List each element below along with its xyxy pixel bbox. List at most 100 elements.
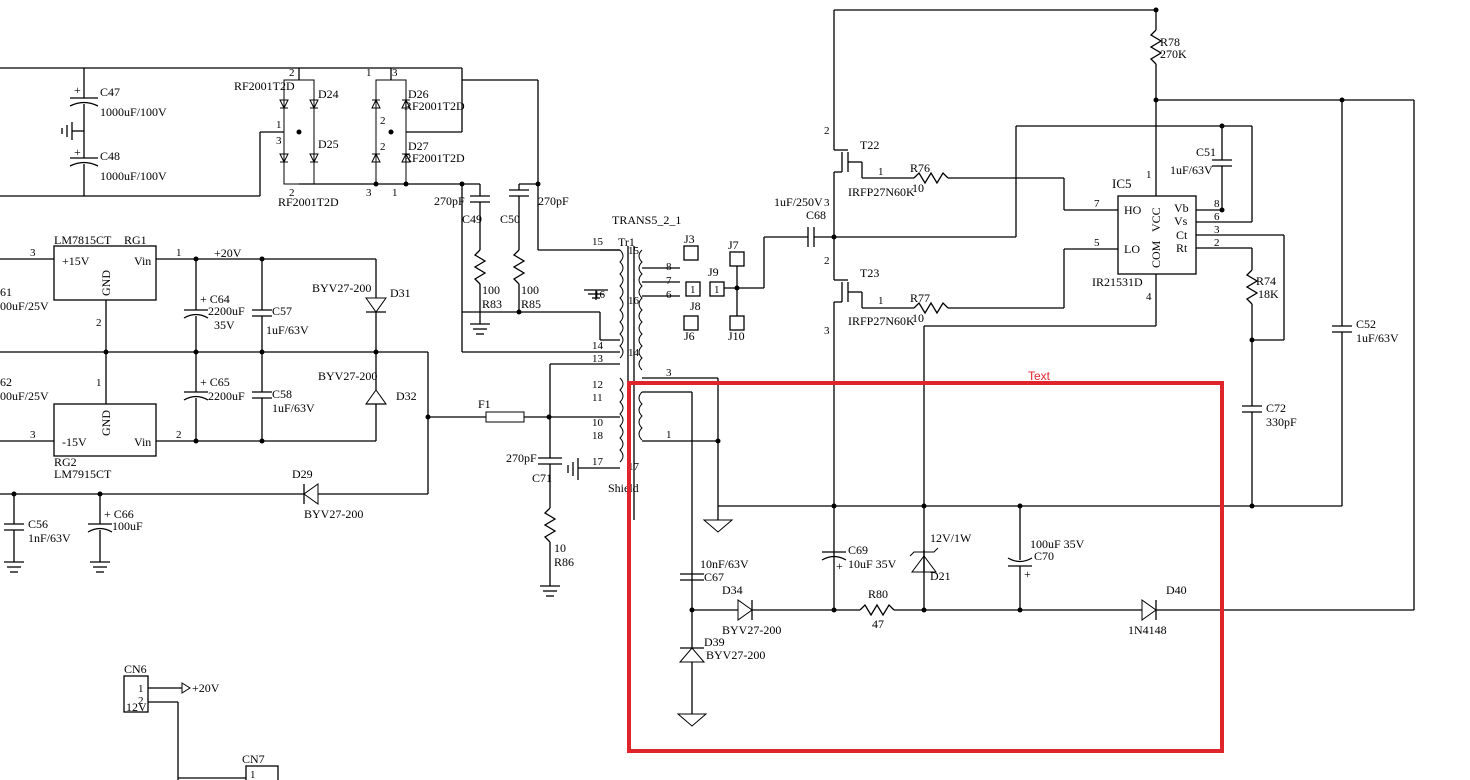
pin-label: 8 bbox=[1214, 198, 1220, 210]
rf-label: RF2001T2D bbox=[404, 151, 465, 165]
rg1-label: RG1 bbox=[124, 233, 147, 247]
c62-label: 62 bbox=[0, 375, 12, 389]
pin-label: 3 bbox=[30, 429, 36, 441]
r76-label: R76 bbox=[910, 161, 930, 175]
pin-label: 2 bbox=[289, 187, 295, 199]
d34-label: D34 bbox=[722, 583, 743, 597]
t22-part: IRFP27N60K bbox=[848, 185, 915, 199]
rg1-in: +15V bbox=[62, 254, 90, 268]
d24-label: D24 bbox=[318, 87, 339, 101]
pin-label: 8 bbox=[666, 261, 672, 273]
pin-label: 14 bbox=[628, 347, 640, 359]
pin-label: 14 bbox=[592, 340, 604, 352]
connector-section: CN6 1 2 12V +20V CN7 1 bbox=[123, 662, 279, 780]
d40-part: 1N4148 bbox=[1128, 623, 1167, 637]
rg2-in: -15V bbox=[62, 435, 87, 449]
c48-value: 1000uF/100V bbox=[100, 169, 167, 183]
r77-label: R77 bbox=[910, 291, 930, 305]
c61-value: 00uF/25V bbox=[0, 299, 49, 313]
c47-label: C47 bbox=[100, 85, 120, 99]
cn6-plus20: +20V bbox=[192, 681, 220, 695]
c65-label: + C65 bbox=[200, 375, 230, 389]
pin-label: 10 bbox=[592, 417, 604, 429]
c50-value: 270pF bbox=[538, 194, 569, 208]
pin-label: 12 bbox=[592, 379, 603, 391]
d21-value: 12V/1W bbox=[930, 531, 972, 545]
pin-label: 18 bbox=[592, 430, 604, 442]
pin-label: 2 bbox=[1214, 237, 1220, 249]
pin-label: 2 bbox=[96, 317, 102, 329]
c49-label: C49 bbox=[462, 212, 482, 226]
pin-label: 1 bbox=[878, 295, 884, 307]
pin-label: 1 bbox=[96, 377, 102, 389]
c70-label: C70 bbox=[1034, 549, 1054, 563]
d39-label: D39 bbox=[704, 635, 725, 649]
c58-value: 1uF/63V bbox=[272, 401, 315, 415]
svg-text:+: + bbox=[1024, 567, 1031, 581]
c70-value: 100uF 35V bbox=[1030, 537, 1085, 551]
pin-label: 17 bbox=[592, 456, 604, 468]
pin-label: 2 bbox=[824, 125, 830, 137]
c67-label: C67 bbox=[704, 570, 724, 584]
svg-text:+: + bbox=[74, 83, 81, 97]
pin-label: 3 bbox=[392, 67, 398, 79]
c64-label: + C64 bbox=[200, 292, 230, 306]
ic-pin-lo: LO bbox=[1124, 242, 1140, 256]
d29-label: D29 bbox=[292, 467, 313, 481]
r77-value: 10 bbox=[912, 311, 924, 325]
pin-label: 15 bbox=[628, 245, 640, 257]
pin-label: 17 bbox=[628, 461, 640, 473]
c68-value: 1uF/250V bbox=[774, 195, 823, 209]
cn6-12v: 12V bbox=[126, 700, 147, 714]
ic5-part: IR21531D bbox=[1092, 275, 1143, 289]
pin-label: 1 bbox=[690, 284, 696, 296]
bridge-rectifier: 2 1 3 2 1 3 2 2 3 1 RF2001T2D D24 D25 RF… bbox=[234, 67, 465, 209]
r78-label: R78 bbox=[1160, 35, 1180, 49]
pin-label: 2 bbox=[380, 141, 386, 153]
c58-label: C58 bbox=[272, 387, 292, 401]
pin-label: 3 bbox=[666, 367, 672, 379]
pin-label: 16 bbox=[594, 289, 606, 301]
c65-value: 2200uF bbox=[208, 389, 245, 403]
d31-label: D31 bbox=[390, 286, 411, 300]
c71-r86: 270pF C71 10 R86 bbox=[506, 451, 574, 597]
c72-label: C72 bbox=[1266, 401, 1286, 415]
t23-part: IRFP27N60K bbox=[848, 314, 915, 328]
pin-label: 6 bbox=[666, 289, 672, 301]
timing-network: R74 18K C72 330pF C52 1uF/63V bbox=[1242, 100, 1415, 610]
rg2-vin: Vin bbox=[134, 435, 151, 449]
pin-label: 3 bbox=[366, 187, 372, 199]
c51-label: C51 bbox=[1196, 145, 1216, 159]
rf-label: RF2001T2D bbox=[278, 195, 339, 209]
highlight-region[interactable]: Text bbox=[627, 369, 1224, 753]
snubber-network: 270pF C49 C50 270pF 100 R83 100 R85 bbox=[434, 79, 620, 353]
pin-label: 13 bbox=[592, 353, 604, 365]
c66-label: + C66 bbox=[104, 507, 134, 521]
pin-label: 11 bbox=[592, 392, 603, 404]
ic-pin-rt: Rt bbox=[1176, 241, 1188, 255]
pin-label: 1 bbox=[366, 67, 372, 79]
rg2-label: RG2 bbox=[54, 455, 77, 469]
half-bridge-mosfets: T22 IRFP27N60K T23 IRFP27N60K 2 1 3 2 1 … bbox=[763, 9, 1156, 610]
t22-label: T22 bbox=[860, 138, 879, 152]
cn7-label: CN7 bbox=[242, 752, 265, 766]
r74-label: R74 bbox=[1256, 274, 1276, 288]
ic-pin-ho: HO bbox=[1124, 203, 1142, 217]
pin-label: 5 bbox=[1094, 237, 1100, 249]
c69-label: C69 bbox=[848, 543, 868, 557]
pin-label: 2 bbox=[824, 255, 830, 267]
d32-label: D32 bbox=[396, 389, 417, 403]
transformer-tr1: TRANS5_2_1 Tr1 15 15 16 16 14 14 13 bbox=[549, 213, 721, 574]
pin-label: 1 bbox=[666, 429, 672, 441]
trans-label: TRANS5_2_1 bbox=[612, 213, 681, 227]
t23-label: T23 bbox=[860, 266, 879, 280]
byv-label: BYV27-200 bbox=[312, 281, 371, 295]
negative-rail: D29 BYV27-200 C56 1nF/63V + C66 100uF bbox=[0, 467, 428, 573]
c64-value: 2200uF bbox=[208, 304, 245, 318]
highlight-box[interactable] bbox=[627, 381, 1224, 753]
pin-label: 6 bbox=[1214, 211, 1220, 223]
highlight-label: Text bbox=[1028, 369, 1051, 383]
pin-label: 3 bbox=[824, 325, 830, 337]
pin-label: 7 bbox=[666, 275, 672, 287]
bulk-capacitor-section: + + C47 1000uF/100V C48 1000uF/100V bbox=[0, 67, 462, 197]
